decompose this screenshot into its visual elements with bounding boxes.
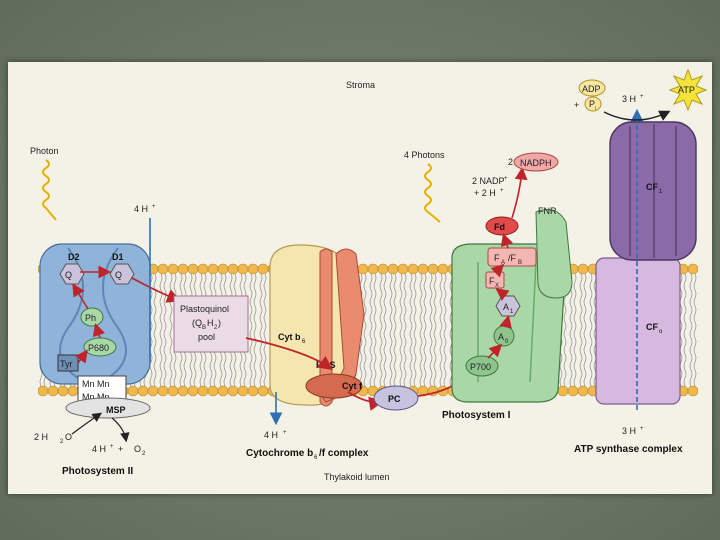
plastoquinol-label-2: (Q: [192, 318, 202, 328]
diagram-panel: Stroma Thylakoid lumen Photon D2 D1 Q Q …: [8, 62, 712, 494]
nadph-coefficient: 2: [508, 157, 513, 167]
cyt-h-label: 4 H: [264, 430, 278, 440]
adp-molecule: [578, 79, 606, 97]
cytochrome-b6f-complex: Cyt b 6 Fe-S Cyt f: [269, 244, 365, 407]
photosynthesis-diagram: Stroma Thylakoid lumen Photon D2 D1 Q Q …: [30, 68, 708, 482]
nadph-label: NADPH: [520, 158, 552, 168]
svg-text:+: +: [283, 430, 287, 436]
svg-text:0: 0: [505, 339, 509, 345]
mn-label-2: Mn Mn: [82, 392, 110, 402]
stroma-label: Stroma: [346, 80, 375, 90]
svg-text:+: +: [500, 188, 504, 194]
atp-synthase-complex: CF 1 CF o: [595, 121, 697, 405]
mn-label-1: Mn Mn: [82, 379, 110, 389]
svg-text:+: +: [152, 204, 156, 210]
svg-text:/F: /F: [508, 253, 517, 263]
d1-label: D1: [112, 252, 124, 262]
photon-wave-icon: [42, 159, 57, 221]
svg-text:+: +: [640, 94, 644, 100]
plastoquinol-label-3: pool: [198, 332, 215, 342]
pi-label: P: [589, 99, 595, 109]
d2-label: D2: [68, 252, 80, 262]
svg-text:6: 6: [302, 339, 306, 345]
svg-text:o: o: [659, 329, 663, 335]
svg-text:X: X: [495, 283, 499, 289]
nadp-label-2: + 2 H: [474, 188, 496, 198]
svg-text:1: 1: [510, 309, 514, 315]
photon-wave-icon: [424, 163, 441, 223]
qb-label: Q: [115, 270, 122, 280]
plastoquinol-label-2c: ): [218, 318, 221, 328]
svg-text:6: 6: [314, 455, 318, 461]
four-photons-label: 4 Photons: [404, 150, 445, 160]
lumen-label: Thylakoid lumen: [324, 472, 390, 482]
atp-h-bottom-label: 3 H: [622, 426, 636, 436]
cf1-label: CF: [646, 182, 658, 192]
psii-title: Photosystem II: [62, 466, 133, 477]
svg-text:+: +: [640, 426, 644, 432]
svg-text:+: +: [504, 176, 508, 182]
svg-text:B: B: [518, 260, 522, 266]
svg-text:2: 2: [60, 439, 64, 445]
cyt-b6-label: Cyt b: [278, 332, 301, 342]
fa-fb-label: F: [494, 253, 500, 263]
water-o-label: O: [65, 432, 72, 442]
photon-label: Photon: [30, 146, 59, 156]
svg-text:1: 1: [659, 189, 663, 195]
plastoquinol-label-2b: H: [207, 318, 214, 328]
plastocyanin: [373, 385, 419, 411]
psii-h-stroma-label: 4 H: [134, 204, 148, 214]
psii-h-lumen-label: 4 H: [92, 444, 106, 454]
plus-sign: +: [118, 444, 123, 454]
photosystem-ii: D2 D1 Q Q Ph P680 Tyr Mn Mn Mn Mn MSP: [39, 243, 151, 419]
fd-label: Fd: [494, 222, 505, 232]
plastoquinol-label-1: Plastoquinol: [180, 304, 229, 314]
tyr-label: Tyr: [60, 359, 73, 369]
svg-text:+: +: [110, 444, 114, 450]
a1-label: A: [503, 302, 509, 312]
cyt-f-label: Cyt f: [342, 381, 363, 391]
svg-text:2: 2: [142, 451, 146, 457]
atp-starburst-icon: [668, 68, 708, 112]
qa-label: Q: [65, 270, 72, 280]
atp-label: ATP: [678, 85, 695, 95]
atp-title: ATP synthase complex: [574, 444, 683, 455]
phosphate-molecule: [584, 96, 602, 112]
p700-label: P700: [470, 362, 491, 372]
a0-label: A: [498, 332, 504, 342]
water-label: 2 H: [34, 432, 48, 442]
msp-label: MSP: [106, 405, 126, 415]
atp-h-top-label: 3 H: [622, 94, 636, 104]
psi-title: Photosystem I: [442, 410, 511, 421]
pc-label: PC: [388, 394, 401, 404]
o2-label: O: [134, 444, 141, 454]
nadph-molecule: [513, 152, 559, 172]
svg-text:A: A: [501, 260, 505, 266]
plus-sign: +: [574, 100, 579, 110]
fx-label: F: [489, 276, 495, 286]
cyt-title: Cytochrome b: [246, 448, 313, 459]
svg-text:B: B: [202, 325, 206, 331]
svg-text:2: 2: [214, 325, 218, 331]
fnr-enzyme: [535, 209, 573, 299]
nadp-label-1: 2 NADP: [472, 176, 505, 186]
fnr-label: FNR: [538, 206, 557, 216]
p680-label: P680: [88, 343, 109, 353]
cfo-label: CF: [646, 322, 658, 332]
pi-subscript: i: [595, 106, 596, 112]
cyt-title-end: /f complex: [319, 448, 369, 459]
adp-label: ADP: [582, 84, 601, 94]
ph-label: Ph: [85, 313, 96, 323]
plastoquinol-pool-box: [173, 295, 249, 353]
